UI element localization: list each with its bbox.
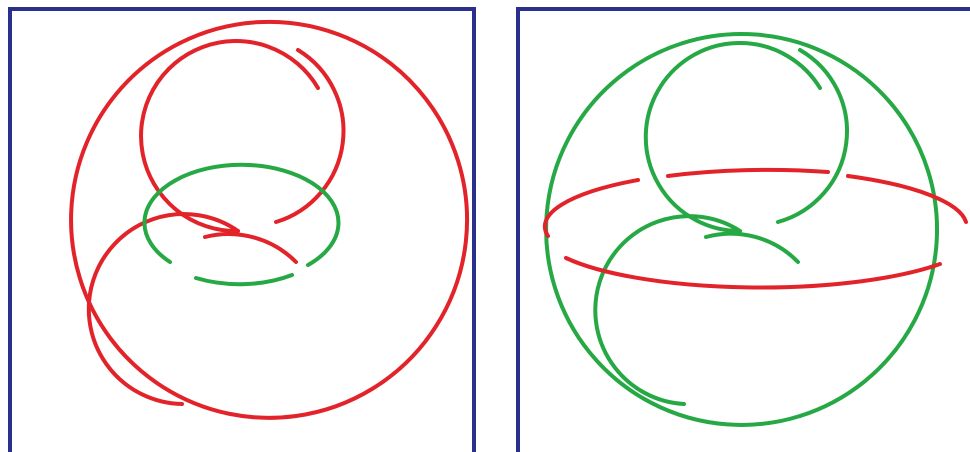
right-knot-upper-lobe-arc: [646, 43, 820, 231]
left-ring-ellipse-back: [196, 275, 292, 284]
left-knot-lower-lobe: [205, 234, 296, 262]
left-ring: [144, 165, 338, 284]
right-knot-outer-overpass: [546, 43, 800, 425]
right-knot-lower-lobe: [706, 234, 798, 262]
right-panel-frame: [518, 9, 970, 452]
left-knot-lower-lobe-arc: [89, 214, 238, 404]
right-ring-back: [668, 170, 828, 176]
left-knot: [71, 22, 467, 418]
right-ring: [545, 170, 966, 288]
right-ring-left: [545, 180, 638, 236]
right-knot: [546, 34, 937, 425]
right-knot-lower-lobe-arc: [595, 216, 740, 404]
right-diagram-canvas: [508, 0, 970, 452]
right-link-diagram: [508, 0, 970, 452]
left-knot-upper-lobe-arc: [141, 41, 318, 231]
right-ring-front: [566, 258, 940, 287]
left-link-diagram: [0, 0, 480, 452]
right-ring-right: [848, 176, 966, 222]
left-diagram-canvas: [0, 0, 480, 452]
left-knot-outer-arc: [180, 22, 467, 416]
right-knot-outer-arc: [683, 34, 937, 416]
